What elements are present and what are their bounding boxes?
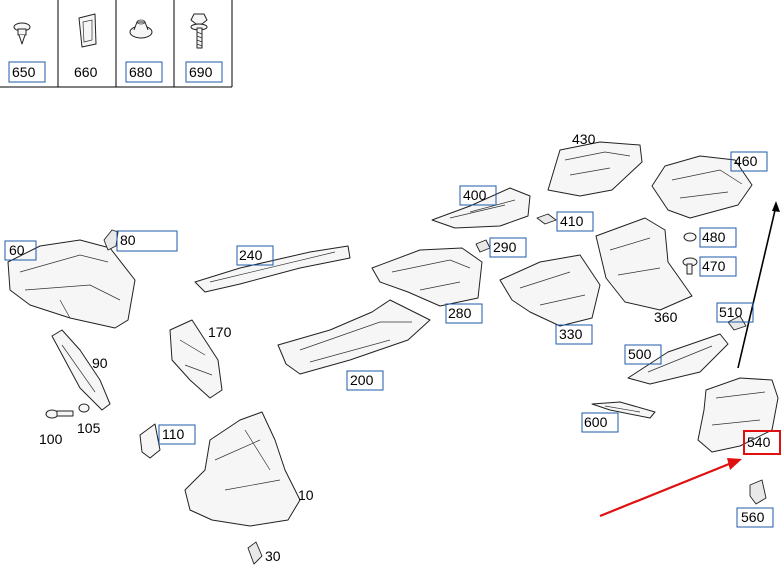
label-box-680 (125, 61, 163, 83)
callout-600[interactable]: 600 (584, 414, 608, 430)
part-170-shape (169, 319, 223, 399)
header-parts-table: 650 660 680 690 (0, 0, 233, 88)
clip-icon (13, 22, 31, 45)
part-470-shape (682, 257, 698, 275)
callout-100[interactable]: 100 (39, 431, 63, 447)
callout-240[interactable]: 240 (239, 247, 263, 263)
leader-line-540 (737, 205, 777, 369)
callout-60[interactable]: 60 (9, 242, 25, 258)
callout-500[interactable]: 500 (628, 346, 652, 362)
part-330-shape (499, 254, 601, 327)
label-box-400 (459, 185, 497, 206)
callout-110[interactable]: 110 (162, 426, 185, 442)
callout-460[interactable]: 460 (734, 153, 758, 169)
part-30-shape (247, 541, 263, 565)
highlight-arrowhead (727, 458, 742, 470)
part-100-shape (45, 409, 74, 419)
label-box-460 (730, 151, 768, 172)
callout-410[interactable]: 410 (560, 213, 584, 229)
header-part-690[interactable]: 690 (189, 64, 213, 80)
part-500-shape (627, 333, 729, 385)
callout-330[interactable]: 330 (559, 326, 583, 342)
part-560-shape (749, 479, 767, 505)
label-box-110 (158, 424, 196, 445)
callout-540[interactable]: 540 (747, 434, 771, 450)
label-box-690 (185, 61, 223, 83)
header-part-660[interactable]: 660 (74, 64, 98, 80)
callout-470[interactable]: 470 (702, 258, 726, 274)
part-90-shape (51, 329, 111, 411)
part-540-shape (697, 377, 779, 453)
highlight-arrow (599, 460, 735, 518)
part-60-shape (7, 239, 136, 329)
part-360-shape (595, 217, 693, 311)
label-box-200 (346, 370, 384, 391)
callout-280[interactable]: 280 (448, 305, 472, 321)
callout-560[interactable]: 560 (741, 509, 765, 525)
screw-icon (190, 13, 208, 49)
part-460-shape (651, 155, 753, 219)
part-280-shape (371, 247, 483, 307)
label-box-240 (236, 245, 274, 266)
part-10-shape (184, 411, 301, 527)
callout-400[interactable]: 400 (463, 187, 487, 203)
label-box-290 (489, 237, 527, 258)
label-box-60 (4, 240, 37, 261)
callout-80[interactable]: 80 (120, 232, 136, 248)
callout-480[interactable]: 480 (702, 229, 726, 245)
callout-360[interactable]: 360 (654, 309, 678, 325)
callout-290[interactable]: 290 (493, 239, 517, 255)
label-box-510 (716, 302, 754, 323)
leader-arrowhead (772, 201, 780, 212)
part-105-shape (78, 403, 90, 413)
part-600-shape (591, 401, 656, 419)
callout-90[interactable]: 90 (92, 355, 108, 371)
label-box-600 (581, 412, 619, 433)
callout-30[interactable]: 30 (265, 548, 281, 564)
part-110-shape (139, 423, 161, 459)
bracket-clip-icon (78, 13, 97, 48)
part-240-shape (194, 245, 351, 293)
nut-icon (129, 19, 153, 39)
label-box-410 (556, 211, 594, 232)
part-200-shape (277, 299, 431, 375)
part-290-shape (475, 239, 491, 253)
callout-170[interactable]: 170 (208, 324, 232, 340)
header-part-680[interactable]: 680 (129, 64, 153, 80)
callout-105[interactable]: 105 (77, 420, 101, 436)
label-box-480 (699, 227, 737, 248)
part-410-shape (536, 213, 557, 225)
callout-200[interactable]: 200 (350, 372, 374, 388)
label-box-540-highlight (743, 430, 781, 455)
label-box-80 (116, 230, 178, 252)
callout-510[interactable]: 510 (719, 304, 743, 320)
label-box-280 (445, 303, 483, 324)
label-box-330 (555, 324, 593, 345)
callout-430[interactable]: 430 (572, 131, 596, 147)
label-box-470 (699, 256, 737, 277)
label-box-560 (736, 507, 774, 528)
part-480-shape (683, 232, 697, 242)
label-box-500 (624, 344, 662, 365)
part-400-shape (431, 187, 531, 229)
part-510-shape (727, 315, 747, 331)
callout-10[interactable]: 10 (298, 487, 314, 503)
header-part-650[interactable]: 650 (12, 64, 36, 80)
part-430-shape (547, 141, 643, 197)
label-box-650 (8, 61, 46, 83)
